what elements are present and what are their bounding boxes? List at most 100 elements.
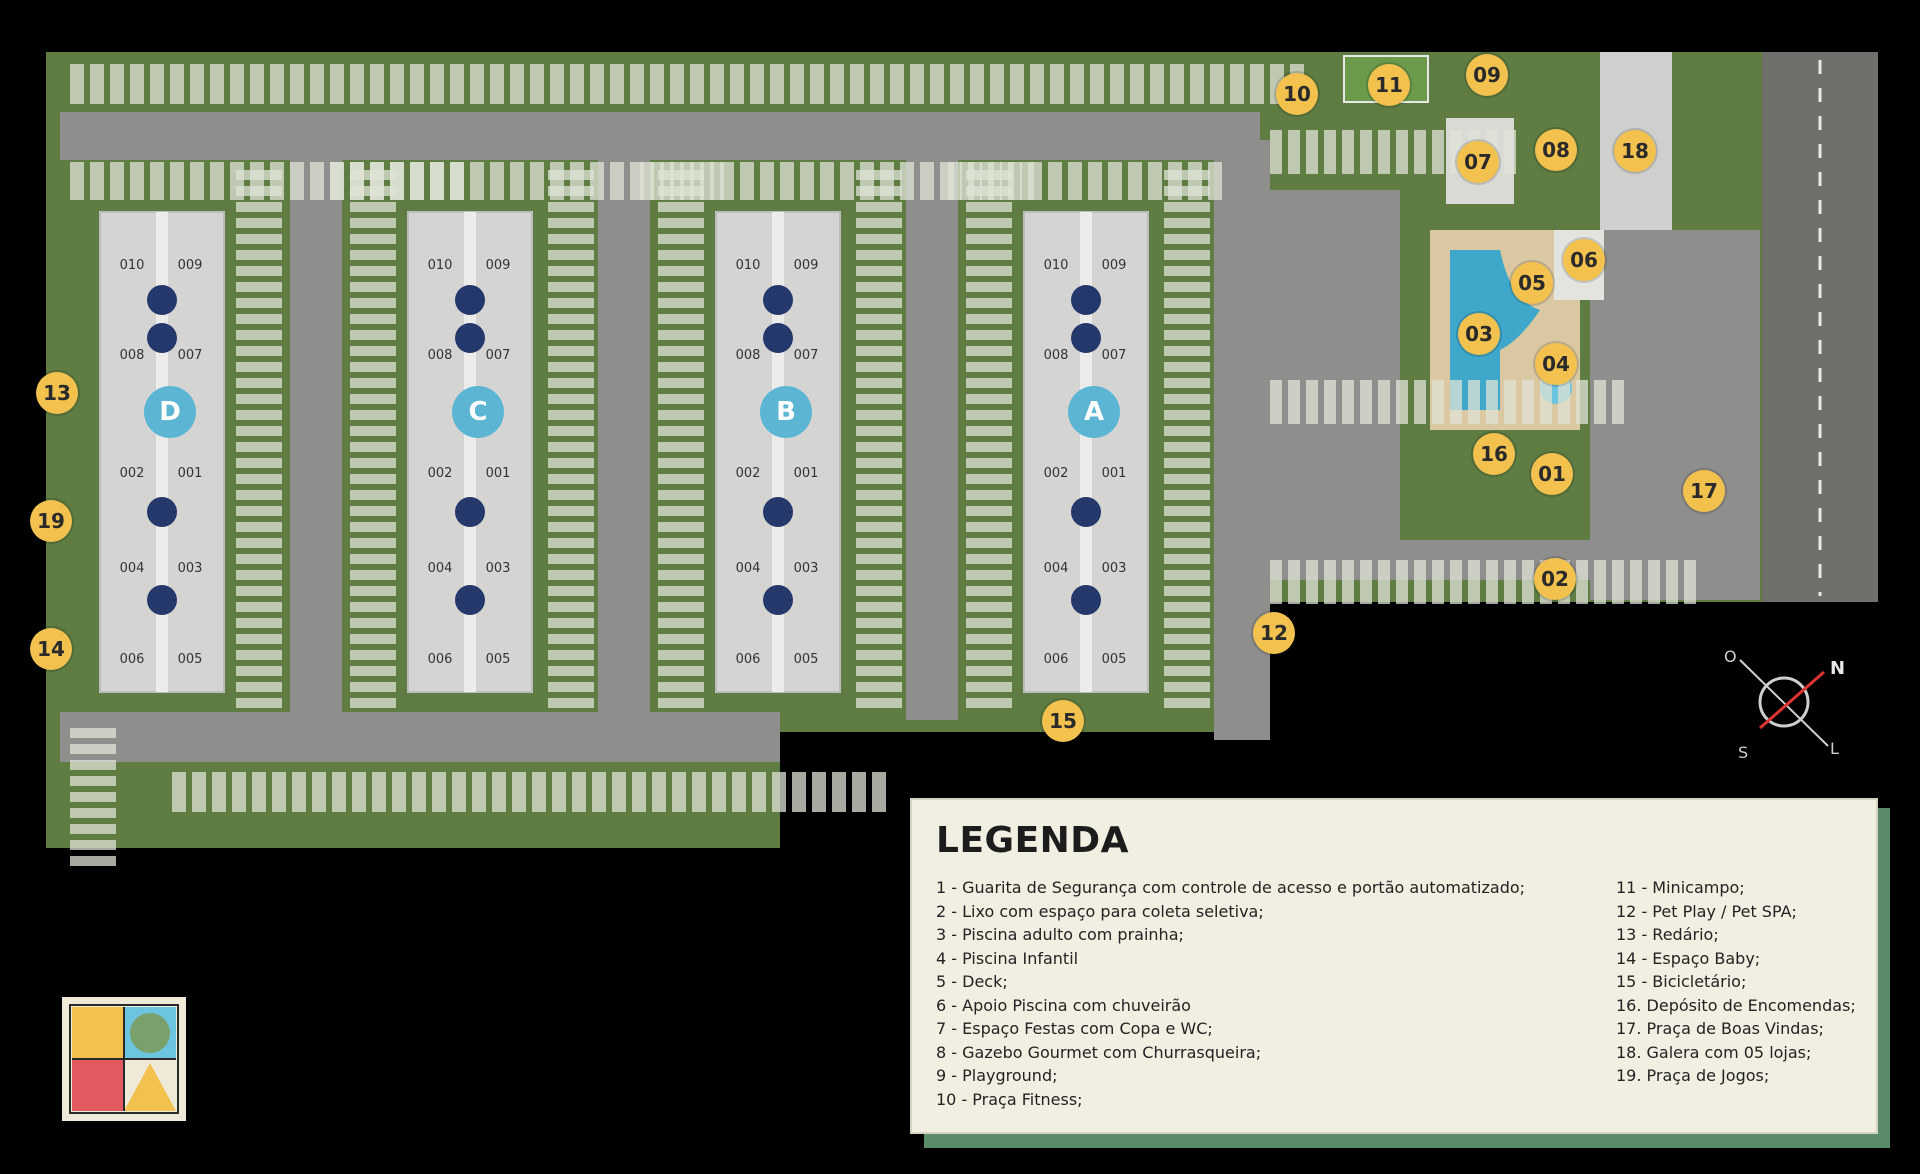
parking-stall	[856, 362, 902, 372]
building-b-badge[interactable]: B	[760, 386, 812, 438]
parking-stall	[1558, 380, 1570, 424]
building-a-badge[interactable]: A	[1068, 386, 1120, 438]
parking-stall	[966, 410, 1012, 420]
parking-stall	[350, 698, 396, 708]
parking-stall	[548, 618, 594, 628]
parking-stall	[130, 64, 144, 104]
parking-stall	[548, 202, 594, 212]
parking-stall	[70, 744, 116, 754]
marker-18[interactable]: 18	[1614, 130, 1656, 172]
unit-label: 010	[427, 258, 453, 273]
parking-stall	[110, 64, 124, 104]
parking-stall	[658, 378, 704, 388]
parking-stall	[1378, 560, 1390, 604]
parking-stall	[350, 170, 396, 180]
marker-17[interactable]: 17	[1683, 470, 1725, 512]
unit-label: 009	[485, 258, 511, 273]
marker-14[interactable]: 14	[30, 628, 72, 670]
parking-stall	[658, 586, 704, 596]
unit-label: 007	[177, 348, 203, 363]
parking-stall	[690, 64, 704, 104]
parking-stall	[548, 282, 594, 292]
parking-stall	[236, 538, 282, 548]
parking-stall	[350, 378, 396, 388]
marker-16[interactable]: 16	[1473, 433, 1515, 475]
parking-stall	[658, 346, 704, 356]
parking-stall	[856, 186, 902, 196]
marker-11[interactable]: 11	[1368, 64, 1410, 106]
parking-stall	[652, 772, 666, 812]
parking-stall	[310, 64, 324, 104]
parking-stall	[1396, 130, 1408, 174]
parking-stall	[658, 282, 704, 292]
parking-stall	[350, 666, 396, 676]
parking-stall	[1324, 130, 1336, 174]
marker-15[interactable]: 15	[1042, 700, 1084, 742]
parking-stall	[812, 772, 826, 812]
unit-label: 001	[177, 466, 203, 481]
parking-stall	[1148, 162, 1162, 200]
legend-item: 5 - Deck;	[936, 972, 1008, 991]
parking-stall	[760, 162, 774, 200]
parking-stall	[350, 490, 396, 500]
parking-stall	[236, 666, 282, 676]
parking-stall	[170, 64, 184, 104]
unit-label: 001	[793, 466, 819, 481]
marker-02[interactable]: 02	[1534, 558, 1576, 600]
parking-stall	[740, 162, 754, 200]
tower-corridor	[156, 212, 168, 692]
parking-stall	[452, 772, 466, 812]
building-c-badge[interactable]: C	[452, 386, 504, 438]
unit-label: 002	[735, 466, 761, 481]
legend-item: 13 - Redário;	[1616, 925, 1719, 944]
parking-stall	[236, 458, 282, 468]
north-driveway	[60, 112, 1260, 160]
parking-stall	[150, 64, 164, 104]
parking-stall	[548, 602, 594, 612]
tower-corridor	[1080, 212, 1092, 692]
compass-rose: N S L O	[1724, 650, 1845, 762]
marker-05[interactable]: 05	[1511, 262, 1553, 304]
parking-stall	[658, 634, 704, 644]
unit-label: 005	[485, 652, 511, 667]
marker-19[interactable]: 19	[30, 500, 72, 542]
skylight-icon	[455, 497, 485, 527]
parking-stall	[658, 554, 704, 564]
parking-stall	[658, 474, 704, 484]
parking-stall	[550, 64, 564, 104]
parking-stall	[350, 330, 396, 340]
parking-stall	[1048, 162, 1062, 200]
parking-stall	[966, 506, 1012, 516]
marker-09[interactable]: 09	[1466, 54, 1508, 96]
marker-01[interactable]: 01	[1531, 453, 1573, 495]
skylight-icon	[1071, 497, 1101, 527]
parking-stall	[712, 772, 726, 812]
marker-08[interactable]: 08	[1535, 129, 1577, 171]
marker-12[interactable]: 12	[1253, 612, 1295, 654]
marker-13[interactable]: 13	[36, 372, 78, 414]
unit-label: 008	[735, 348, 761, 363]
parking-stall	[236, 522, 282, 532]
parking-stall	[966, 266, 1012, 276]
parking-stall	[548, 378, 594, 388]
parking-stall	[592, 772, 606, 812]
marker-06[interactable]: 06	[1563, 239, 1605, 281]
parking-stall	[548, 458, 594, 468]
parking-stall	[720, 162, 734, 200]
legend-item: 12 - Pet Play / Pet SPA;	[1616, 901, 1797, 921]
parking-stall	[330, 162, 344, 200]
parking-stall	[236, 218, 282, 228]
parking-stall	[658, 538, 704, 548]
parking-stall	[658, 234, 704, 244]
marker-07[interactable]: 07	[1457, 141, 1499, 183]
building-d-badge[interactable]: D	[144, 386, 196, 438]
parking-stall	[966, 330, 1012, 340]
marker-10[interactable]: 10	[1276, 73, 1318, 115]
marker-04[interactable]: 04	[1535, 343, 1577, 385]
parking-stall	[856, 618, 902, 628]
parking-stall	[548, 346, 594, 356]
parking-stall	[1432, 380, 1444, 424]
marker-03[interactable]: 03	[1458, 313, 1500, 355]
parking-stall	[658, 250, 704, 260]
parking-stall	[856, 666, 902, 676]
